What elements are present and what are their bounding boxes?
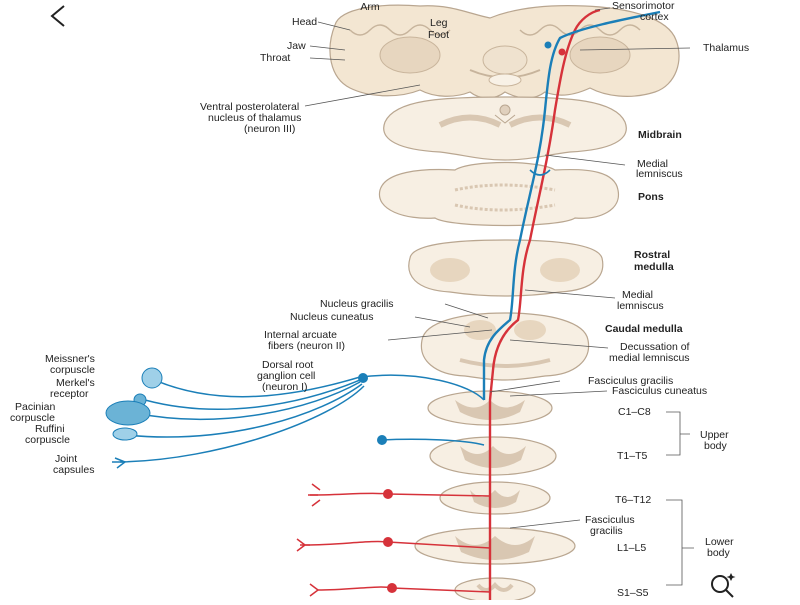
label-pacinian: Pacinian corpuscle <box>10 401 58 424</box>
label-pons: Pons <box>638 191 664 203</box>
label-joint: Joint capsules <box>53 453 94 476</box>
spinal-segment-l <box>414 527 576 565</box>
pacinian-corpuscle-icon <box>105 400 151 426</box>
label-medial-lemniscus-lower: Medial lemniscus <box>617 289 664 312</box>
label-medial-lemniscus-upper: Medial lemniscus <box>636 158 683 180</box>
pons-section <box>378 161 620 227</box>
label-caudal-medulla: Caudal medulla <box>605 323 683 335</box>
label-l1-l5: L1–L5 <box>617 542 646 554</box>
rostral-medulla-section <box>408 239 604 297</box>
label-merkel: Merkel's receptor <box>50 377 98 400</box>
labels: Arm Head Leg Foot Jaw Throat Sensorimoto… <box>10 0 749 599</box>
joint-capsule-icon <box>112 457 127 469</box>
spinal-segment-s <box>454 577 536 600</box>
label-leg: Leg <box>430 17 448 29</box>
label-decussation: Decussation of medial lemniscus <box>609 341 692 364</box>
ruffini-corpuscle-icon <box>112 427 138 441</box>
spinal-segment-t1 <box>429 436 557 476</box>
red-pathway <box>488 8 601 600</box>
label-head: Head <box>292 16 317 28</box>
leader-lines <box>304 7 694 586</box>
midbrain-section <box>383 96 627 161</box>
label-lower-body: Lower body <box>705 536 737 559</box>
label-vpl: Ventral posterolateral nucleus of thalam… <box>200 101 304 135</box>
label-ruffini: Ruffini corpuscle <box>25 423 70 446</box>
label-t1-t5: T1–T5 <box>617 450 648 462</box>
label-internal-arcuate: Internal arcuate fibers (neuron II) <box>264 329 345 352</box>
label-jaw: Jaw <box>287 40 306 52</box>
zoom-search-icon <box>711 573 736 598</box>
ganglion-cell-icon <box>377 435 387 445</box>
brain-coronal-section <box>329 4 680 99</box>
label-fasciculus-cuneatus: Fasciculus cuneatus <box>612 385 707 397</box>
label-fasciculus-gracilis: Fasciculus gracilis <box>588 375 673 387</box>
label-c1-c8: C1–C8 <box>618 406 651 418</box>
chevron-left-icon <box>50 5 65 27</box>
label-sensorimotor-cortex: Sensorimotor cortex <box>612 0 677 23</box>
meissner-corpuscle-icon <box>141 367 163 389</box>
label-foot: Foot <box>428 29 449 41</box>
label-upper-body: Upper body <box>700 429 732 452</box>
label-nucleus-gracilis: Nucleus gracilis <box>320 298 394 310</box>
upper-afferents <box>119 374 485 463</box>
label-arm: Arm <box>360 1 380 13</box>
central-pathways <box>482 8 661 600</box>
label-meissner: Meissner's corpuscle <box>45 353 98 376</box>
caudal-medulla-section <box>420 312 590 381</box>
label-midbrain: Midbrain <box>638 129 682 141</box>
blue-pathway <box>482 10 661 400</box>
label-thalamus: Thalamus <box>703 42 749 54</box>
label-dorsal-root: Dorsal root ganglion cell (neuron I) <box>257 359 318 393</box>
label-nucleus-cuneatus: Nucleus cuneatus <box>290 311 373 323</box>
zoom-button[interactable] <box>705 570 741 600</box>
spinal-segment-t6 <box>439 481 551 515</box>
label-rostral-medulla: Rostral medulla <box>634 249 674 273</box>
label-t6-t12: T6–T12 <box>615 494 651 506</box>
back-button[interactable] <box>40 2 80 32</box>
dorsal-root-ganglion-icon <box>358 373 368 383</box>
label-fasciculus-gracilis-lower: Fasciculus gracilis <box>585 514 638 537</box>
receptors <box>105 367 387 469</box>
label-s1-s5: S1–S5 <box>617 587 649 599</box>
label-throat: Throat <box>260 52 290 64</box>
